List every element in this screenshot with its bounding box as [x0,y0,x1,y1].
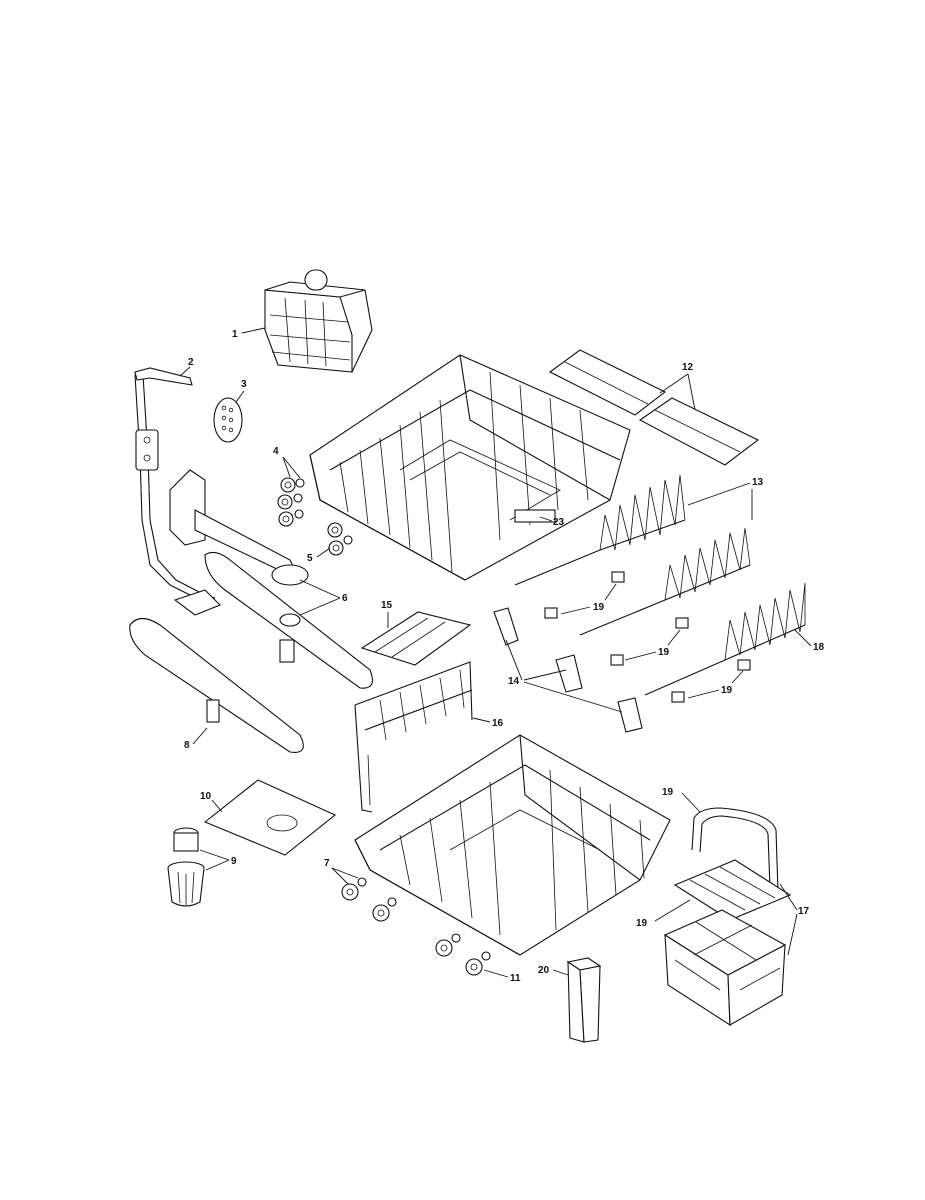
leader-1 [241,327,266,334]
leader-6b [299,597,341,616]
fold-down-rack-16 [354,661,473,813]
callout-10: 10 [200,791,212,802]
leader-21 [654,899,691,922]
callout-7: 7 [324,858,330,869]
leader-17a [779,883,798,911]
leader-4b [282,456,301,479]
leader-12b [687,373,696,411]
leader-9b [205,859,230,871]
leader-12a [659,373,689,394]
leader-7b [331,867,359,879]
callout-5: 5 [307,553,313,564]
fold-down-tines-13 [514,474,751,636]
callout-13: 13 [752,477,764,488]
callout-2: 2 [188,357,194,368]
callout-4: 4 [273,446,279,457]
leader-19b-2 [667,629,681,646]
leader-2 [179,366,191,377]
leader-22 [552,969,569,976]
silverware-basket-upper [264,269,373,373]
leader-9a [199,849,230,861]
callout-17: 17 [798,906,810,917]
leader-6a [299,579,341,599]
callout-19b: 19 [658,647,670,658]
leader-18 [794,629,812,647]
callout-3: 3 [241,379,247,390]
silverware-basket-lower [663,909,787,1027]
basket-handle [691,807,779,893]
leader-10 [211,799,223,813]
callout-9: 9 [231,856,237,867]
leader-20 [681,792,701,813]
cup-shelves [548,349,760,466]
callout-6: 6 [342,593,348,604]
utensil-holder [566,957,602,1043]
lower-spray-arm [129,617,304,753]
callout-21: 19 [636,918,648,929]
callout-22: 20 [538,965,550,976]
leader-19a-1 [560,606,591,615]
lower-rack-wheels [341,877,491,976]
upper-rack-rollers [277,477,305,527]
rack-insert-15 [360,611,472,666]
leader-14b [523,669,567,681]
callout-14: 14 [508,676,520,687]
leader-23 [539,516,553,522]
callout-8: 8 [184,740,190,751]
leader-3 [235,390,245,403]
callout-19c: 19 [721,685,733,696]
callout-12: 12 [682,362,694,373]
callout-15: 15 [381,600,393,611]
callout-1: 1 [232,329,238,340]
leader-17b [787,913,798,956]
callout-11: 11 [510,973,521,984]
tine-clips [544,571,751,703]
leader-19c-2 [731,670,744,684]
callout-18: 18 [813,642,825,653]
callout-20: 19 [662,787,674,798]
sump-gasket [203,779,337,856]
fold-down-tines-18 [644,582,806,696]
rack-stops [493,607,643,733]
callout-23: 23 [553,517,565,528]
leader-5 [316,547,331,558]
leader-14a [505,639,523,681]
leader-13a [687,482,751,506]
leader-11 [483,969,509,978]
callout-16: 16 [492,718,504,729]
filter-screen [213,397,243,443]
callout-19a: 19 [593,602,605,613]
basket-lid [673,859,792,921]
leader-19c-1 [687,689,720,699]
leader-19a-2 [604,583,617,601]
leader-16 [472,717,491,723]
upper-rack [309,354,631,581]
leader-8 [192,727,208,745]
lower-rack [354,734,671,956]
leader-19b-1 [624,651,657,661]
leader-4a [282,456,291,478]
leader-14c [523,681,623,713]
leader-7a [331,867,349,885]
filter-assembly [167,827,205,907]
supply-tube [134,367,221,616]
rack-rollers-5 [327,522,353,556]
